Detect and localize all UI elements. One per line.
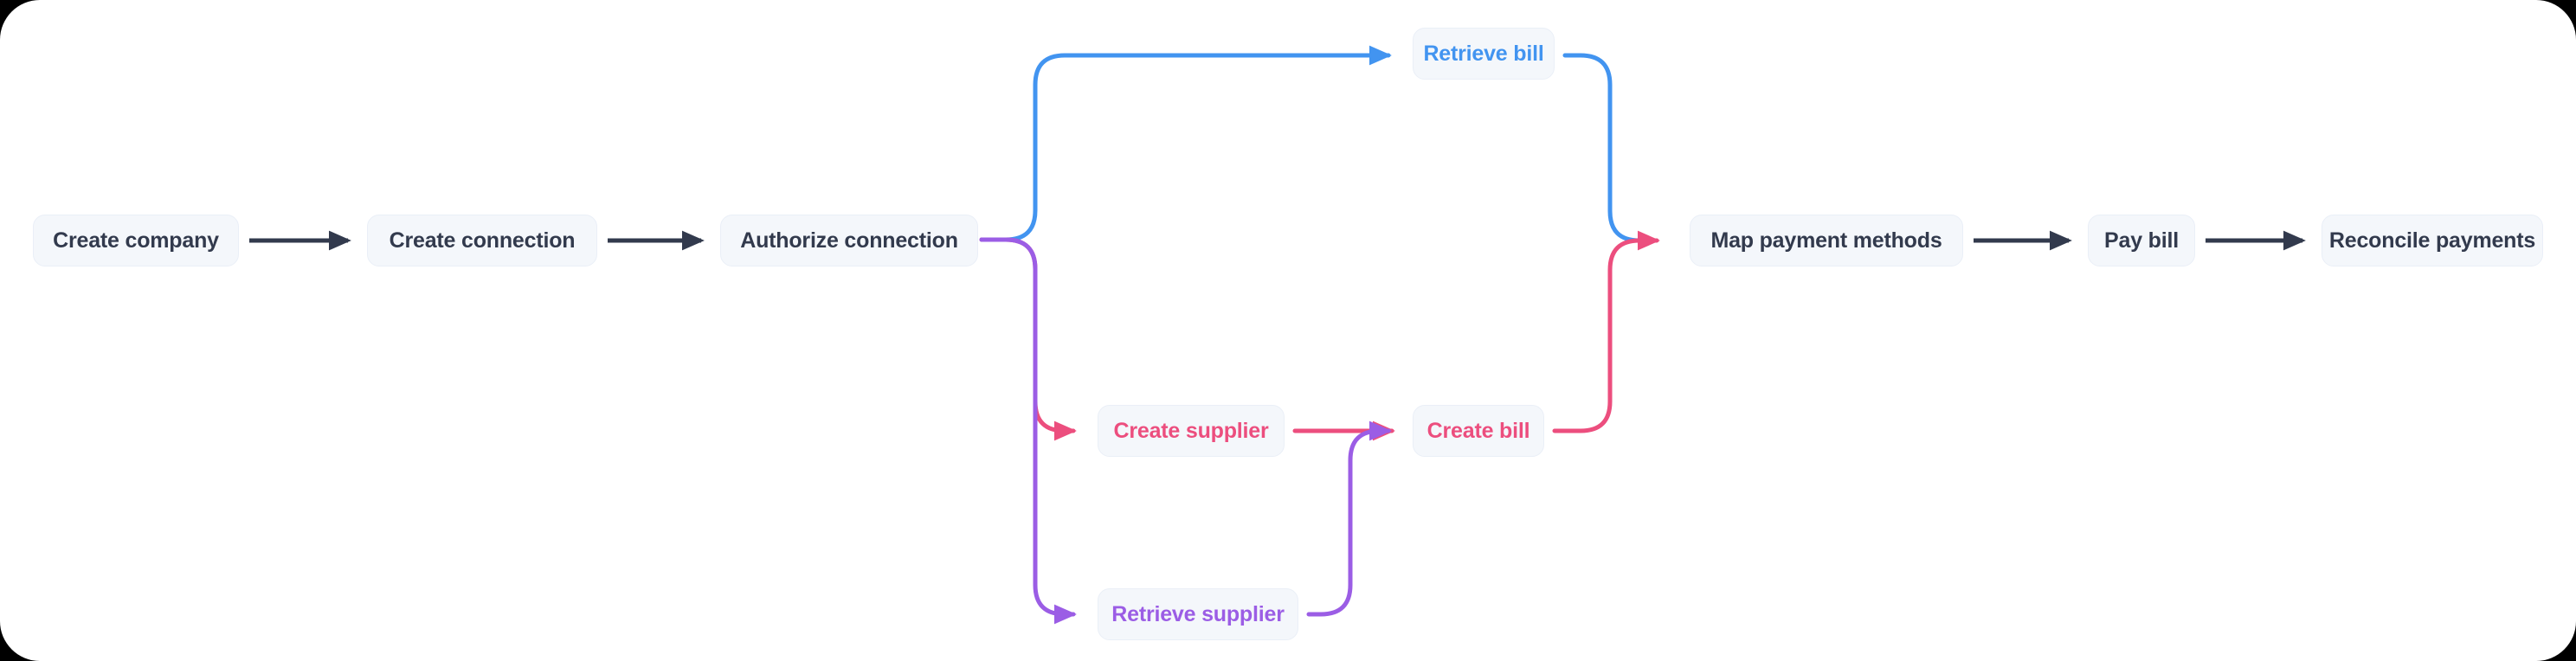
node-retrieve-bill[interactable]: Retrieve bill <box>1413 28 1555 80</box>
node-label: Create supplier <box>1113 418 1269 443</box>
node-label: Create bill <box>1426 418 1530 443</box>
node-label: Create company <box>53 228 219 253</box>
edge-retrieve-bill-to-map-payment-methods <box>1562 53 1652 243</box>
node-label: Create connection <box>389 228 576 253</box>
node-create-bill[interactable]: Create bill <box>1413 405 1544 457</box>
node-create-supplier[interactable]: Create supplier <box>1098 405 1285 457</box>
edge-authorize-connection-to-retrieve-supplier <box>979 237 1077 625</box>
node-retrieve-supplier[interactable]: Retrieve supplier <box>1098 588 1298 640</box>
node-create-company[interactable]: Create company <box>33 215 239 266</box>
node-label: Map payment methods <box>1710 228 1942 253</box>
node-create-connection[interactable]: Create connection <box>367 215 597 266</box>
node-map-payment-methods[interactable]: Map payment methods <box>1690 215 1963 266</box>
edge-create-bill-to-map-payment-methods <box>1552 230 1660 433</box>
edge-authorize-connection-to-create-supplier <box>979 237 1077 441</box>
node-label: Retrieve bill <box>1423 41 1544 66</box>
edge-retrieve-supplier-to-create-bill <box>1306 420 1392 617</box>
node-label: Authorize connection <box>740 228 958 253</box>
node-label: Reconcile payments <box>2328 228 2536 253</box>
node-label: Retrieve supplier <box>1111 601 1285 626</box>
node-authorize-connection[interactable]: Authorize connection <box>720 215 978 266</box>
node-label: Pay bill <box>2104 228 2179 253</box>
node-pay-bill[interactable]: Pay bill <box>2088 215 2195 266</box>
node-reconcile-payments[interactable]: Reconcile payments <box>2322 215 2543 266</box>
edge-authorize-connection-to-retrieve-bill <box>979 45 1392 242</box>
